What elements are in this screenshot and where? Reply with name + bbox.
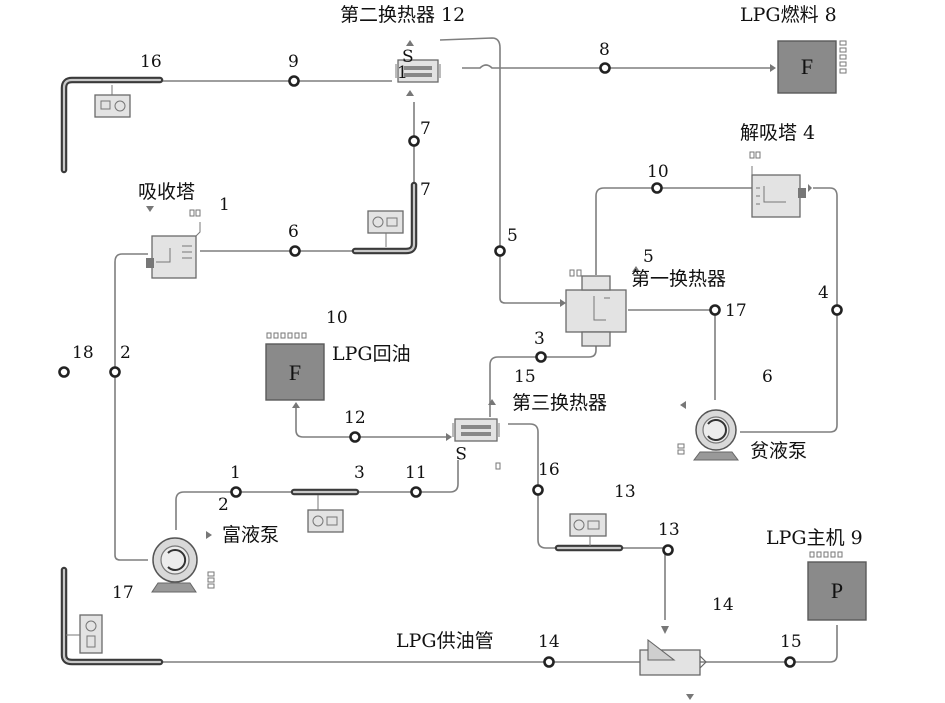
rich-pump[interactable] [151, 531, 215, 593]
node-3 [535, 351, 547, 363]
label-rich-pump: 富液泵 [222, 524, 279, 546]
stream-label-4: 4 [818, 283, 829, 303]
lpg-fuel-f-letter: F [801, 54, 813, 79]
stream-number-labels: 16 9 8 7 7 10 6 5 4 17 3 18 2 12 1 2 3 1… [72, 40, 829, 652]
lpg-engine-indicator [809, 551, 843, 558]
node-17 [709, 304, 721, 316]
stream-label-13: 13 [658, 520, 680, 540]
node-2 [109, 366, 121, 378]
label-lpg-return-num: 10 [326, 308, 348, 328]
stream-label-16-top: 16 [140, 52, 162, 72]
node-18 [58, 366, 70, 378]
meter-18[interactable] [66, 614, 103, 654]
stream-label-2b: 2 [218, 495, 229, 515]
lpg-return-f-letter: F [289, 360, 301, 385]
stream-label-12: 12 [344, 408, 366, 428]
stream-nodes [58, 62, 843, 668]
stream-label-11: 11 [405, 463, 427, 483]
stream-label-7b: 7 [420, 180, 431, 200]
label-lpg-fuel: LPG燃料 8 [740, 4, 837, 26]
lpg-engine[interactable]: P [807, 551, 867, 621]
stream-label-2: 2 [120, 343, 131, 363]
thick-pipes [60, 76, 624, 666]
label-absorber: 吸收塔 [138, 181, 195, 203]
node-6 [289, 245, 301, 257]
stream-label-3: 3 [534, 329, 545, 349]
node-15 [784, 656, 796, 668]
label-rich-pump-num: 17 [112, 583, 134, 603]
heat-exchanger-3[interactable]: S [446, 399, 501, 470]
node-5 [494, 245, 506, 257]
stream-label-6: 6 [288, 222, 299, 242]
stream-label-3b: 3 [354, 463, 365, 483]
meter-7[interactable] [367, 210, 404, 247]
node-13 [662, 544, 674, 556]
hx3-s-mark: S [455, 442, 467, 462]
node-10 [651, 182, 663, 194]
label-hx2: 第二换热器 12 [340, 4, 465, 26]
lean-pump[interactable] [677, 401, 739, 461]
hx2-one-mark: 1 [397, 63, 408, 83]
stream-label-15: 15 [780, 632, 802, 652]
heat-exchanger-1[interactable] [560, 266, 640, 347]
node-9 [288, 75, 300, 87]
stream-label-7a: 7 [420, 119, 431, 139]
label-supply-pipe: LPG供油管 [396, 630, 494, 652]
label-hx1-num: 5 [643, 247, 654, 267]
stream-label-9: 9 [288, 52, 299, 72]
stream-label-14: 14 [538, 632, 560, 652]
node-1 [230, 486, 242, 498]
meter-13[interactable] [569, 513, 607, 546]
label-valve-14: 14 [712, 595, 734, 615]
meter-16[interactable] [94, 85, 131, 118]
node-16 [532, 484, 544, 496]
label-hx3: 第三换热器 [512, 392, 607, 414]
hx2-s-mark: S [402, 47, 414, 67]
label-desorber: 解吸塔 4 [740, 122, 815, 144]
stream-label-10: 10 [647, 162, 669, 182]
node-7 [408, 135, 420, 147]
stream-label-18: 18 [72, 343, 94, 363]
lpg-return-tank[interactable]: F [265, 332, 325, 408]
stream-label-1: 1 [230, 463, 241, 483]
equipment-labels: 第二换热器 12 LPG燃料 8 解吸塔 4 吸收塔 1 5 第一换热器 10 … [112, 4, 863, 652]
absorber-tower[interactable] [146, 206, 201, 279]
label-hx3-num: 15 [514, 367, 536, 387]
stream-label-16: 16 [538, 460, 560, 480]
lpg-fuel-indicator [839, 40, 847, 74]
node-4 [831, 304, 843, 316]
label-lpg-engine: LPG主机 9 [766, 527, 863, 549]
stream-label-5: 5 [507, 226, 518, 246]
stream-label-8: 8 [599, 40, 610, 60]
label-lpg-return: LPG回油 [332, 343, 411, 365]
label-lean-pump: 贫液泵 [750, 440, 807, 462]
lpg-engine-p-letter: P [831, 578, 843, 603]
flow-lines [114, 37, 838, 663]
node-14 [543, 656, 555, 668]
label-absorber-num: 1 [219, 195, 230, 215]
lpg-return-indicator [266, 332, 307, 339]
mixer-valve[interactable] [639, 626, 707, 700]
meter-3[interactable] [307, 495, 344, 533]
desorber-tower[interactable] [749, 151, 812, 218]
label-lean-pump-num: 6 [762, 367, 773, 387]
node-12 [349, 431, 361, 443]
lpg-fuel-tank[interactable]: F [770, 40, 847, 94]
heat-exchanger-2[interactable]: S 1 [395, 40, 441, 96]
node-11 [410, 486, 422, 498]
label-meter-13: 13 [614, 482, 636, 502]
node-8 [599, 62, 611, 74]
stream-label-17: 17 [725, 301, 747, 321]
label-hx1: 第一换热器 [631, 268, 726, 290]
